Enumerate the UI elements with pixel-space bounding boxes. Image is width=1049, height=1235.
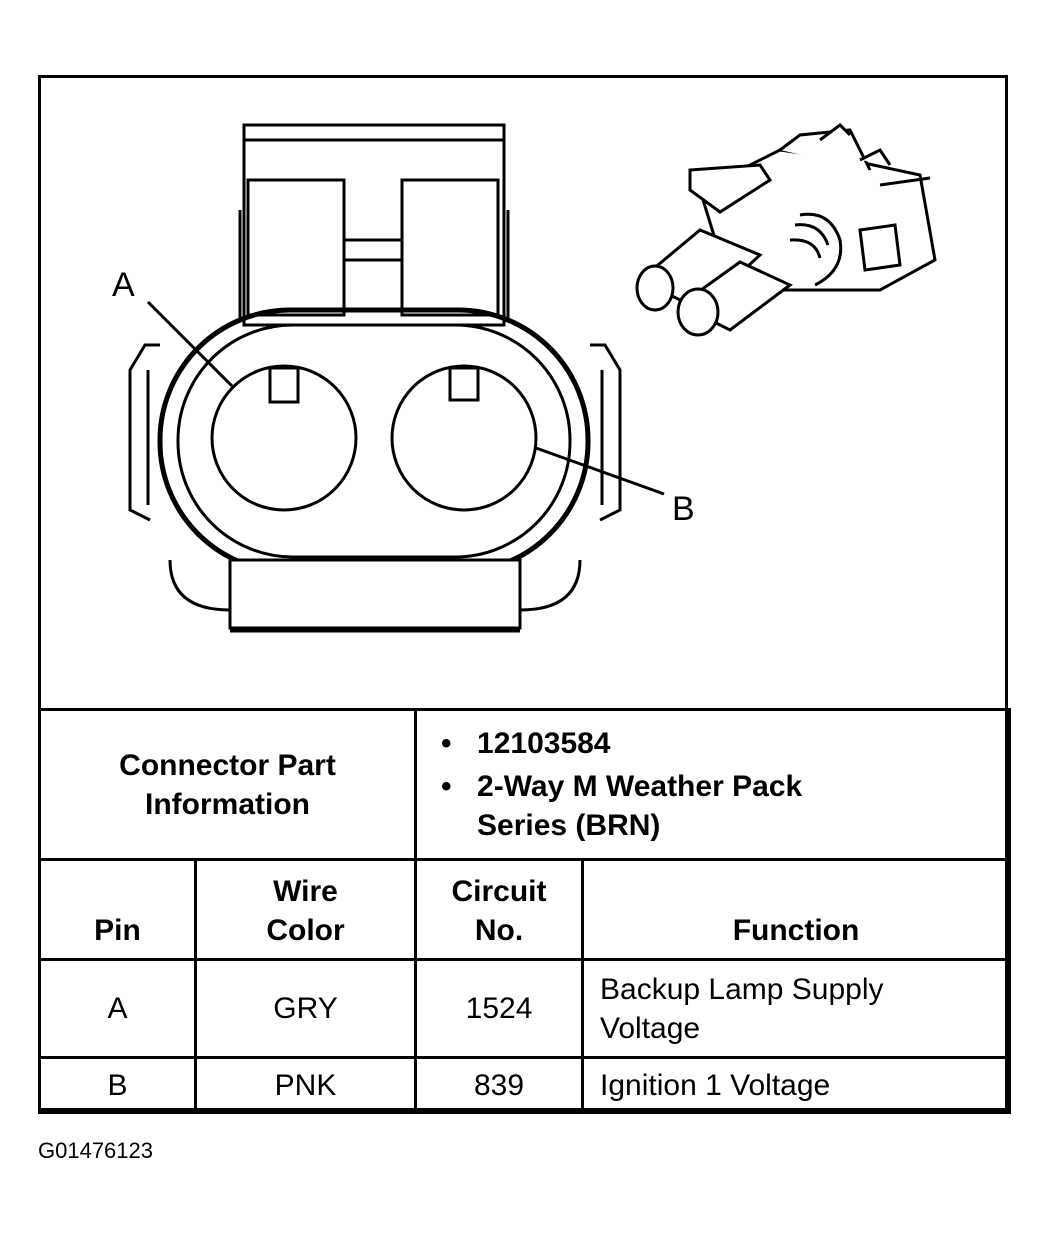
pin-cell: A [38, 958, 197, 1059]
header-pin: Pin [38, 858, 197, 961]
connector-drawing: A B [38, 75, 1008, 785]
wire-color-cell: GRY [193, 958, 418, 1059]
connector-iso-sketch [635, 123, 937, 337]
cavity-b [390, 364, 538, 512]
cavity-a [210, 364, 358, 512]
circuit-cell: 1524 [414, 958, 585, 1059]
wire-color-cell: PNK [193, 1056, 418, 1114]
figure-id: G01476123 [38, 1138, 153, 1163]
latch-housing [242, 123, 506, 327]
cavity-b-key [448, 366, 480, 402]
pin-callout-a: A [112, 266, 135, 304]
header-function: Function [581, 858, 1012, 961]
leader-line-a [146, 300, 234, 388]
bottom-tab [228, 558, 522, 630]
circuit-cell: 839 [414, 1056, 585, 1114]
pin-callout-b: B [672, 490, 695, 528]
function-cell: Ignition 1 Voltage [581, 1056, 1012, 1114]
leader-line-b [535, 446, 665, 496]
pin-cell: B [38, 1056, 197, 1114]
table-row: B PNK 839 Ignition 1 Voltage [38, 1056, 1012, 1114]
connector-oval-inner [176, 323, 572, 559]
cavity-a-key [268, 366, 300, 404]
part-number: 12103584 [441, 724, 1008, 763]
connector-part-row: Connector Part Information 12103584 2-Wa… [37, 708, 1012, 861]
connector-part-label: Connector Part Information [37, 708, 418, 861]
connector-info-table: Connector Part Information 12103584 2-Wa… [37, 708, 1012, 1114]
